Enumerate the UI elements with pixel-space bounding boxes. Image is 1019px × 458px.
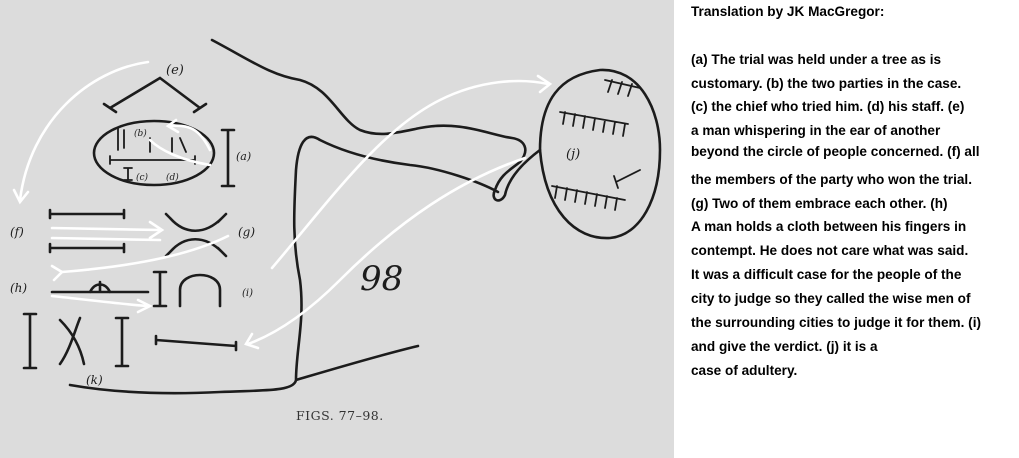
glyph-j-comb-mid [559, 111, 629, 137]
glyph-j-oval [538, 68, 662, 240]
glyph-h [50, 280, 150, 294]
arrows [12, 60, 553, 350]
arrow-e-to-f [18, 60, 150, 202]
translation-panel: Translation by JK MacGregor: (a) The tri… [691, 0, 1013, 458]
label-f: (f) [10, 225, 24, 239]
label-g: (g) [238, 225, 255, 239]
arrow-i-to-j [270, 79, 550, 270]
arrow-h-to-i [50, 294, 150, 308]
glyph-g [164, 212, 228, 258]
translation-line: a man whispering in the ear of another [691, 123, 941, 138]
glyph-diagram: (e) (a) (b) (c) (d) (f) (g) (h) (i) (k) … [10, 38, 662, 395]
label-i: (i) [242, 288, 253, 299]
glyph-k [22, 312, 130, 370]
glyph-a-tree [220, 128, 236, 188]
label-b: (b) [134, 128, 147, 139]
label-e: (e) [166, 63, 184, 78]
arrow-f-to-g-1 [50, 226, 162, 232]
glyph-d [123, 167, 133, 181]
glyph-f [48, 208, 126, 254]
label-c: (c) [136, 172, 149, 183]
translation-line: and give the verdict. (j) it is a [691, 339, 878, 354]
translation-line: It was a difficult case for the people o… [691, 267, 962, 282]
arrow-a-to-c [148, 138, 212, 167]
translation-line: (g) Two of them embrace each other. (h) [691, 196, 948, 211]
arrowheads [12, 74, 553, 350]
figure-caption: FIGS. 77–98. [296, 408, 384, 423]
translation-line: beyond the circle of people concerned. (… [691, 144, 980, 159]
glyph-staff [154, 334, 238, 352]
glyph-i [152, 270, 222, 308]
glyph-e [102, 76, 208, 114]
glyph-j-staff [613, 169, 641, 189]
glyph-b-parties [117, 127, 187, 153]
translation-line: customary. (b) the two parties in the ca… [691, 76, 962, 91]
translation-line: contempt. He does not care what was said… [691, 243, 969, 258]
translation-line: (c) the chief who tried him. (d) his sta… [691, 99, 965, 114]
arrow-j-to-staff [246, 156, 527, 346]
translation-title: Translation by JK MacGregor: [691, 4, 885, 19]
translation-line: the members of the party who won the tri… [691, 172, 972, 187]
arrow-g-to-h [60, 234, 230, 274]
figure-panel: (e) (a) (b) (c) (d) (f) (g) (h) (i) (k) … [0, 0, 674, 458]
translation-line: A man holds a cloth between his fingers … [691, 219, 967, 234]
glyph-j-comb-low [551, 185, 626, 211]
translation-line: the surrounding cities to judge it for t… [691, 315, 981, 330]
arrow-f-to-g-2 [50, 236, 162, 242]
label-d: (d) [166, 172, 179, 183]
glyph-j-comb-top [604, 79, 641, 97]
label-k: (k) [86, 373, 103, 387]
label-h: (h) [10, 281, 27, 295]
glyph-circle [92, 119, 216, 187]
translation-line: case of adultery. [691, 363, 798, 378]
page-number: 98 [360, 259, 403, 299]
label-a: (a) [236, 150, 251, 163]
outline-shape [68, 38, 542, 395]
translation-line: city to judge so they called the wise me… [691, 291, 971, 306]
label-j: (j) [566, 147, 580, 162]
translation-line: (a) The trial was held under a tree as i… [691, 52, 942, 67]
arrow-a-to-b [168, 124, 212, 152]
